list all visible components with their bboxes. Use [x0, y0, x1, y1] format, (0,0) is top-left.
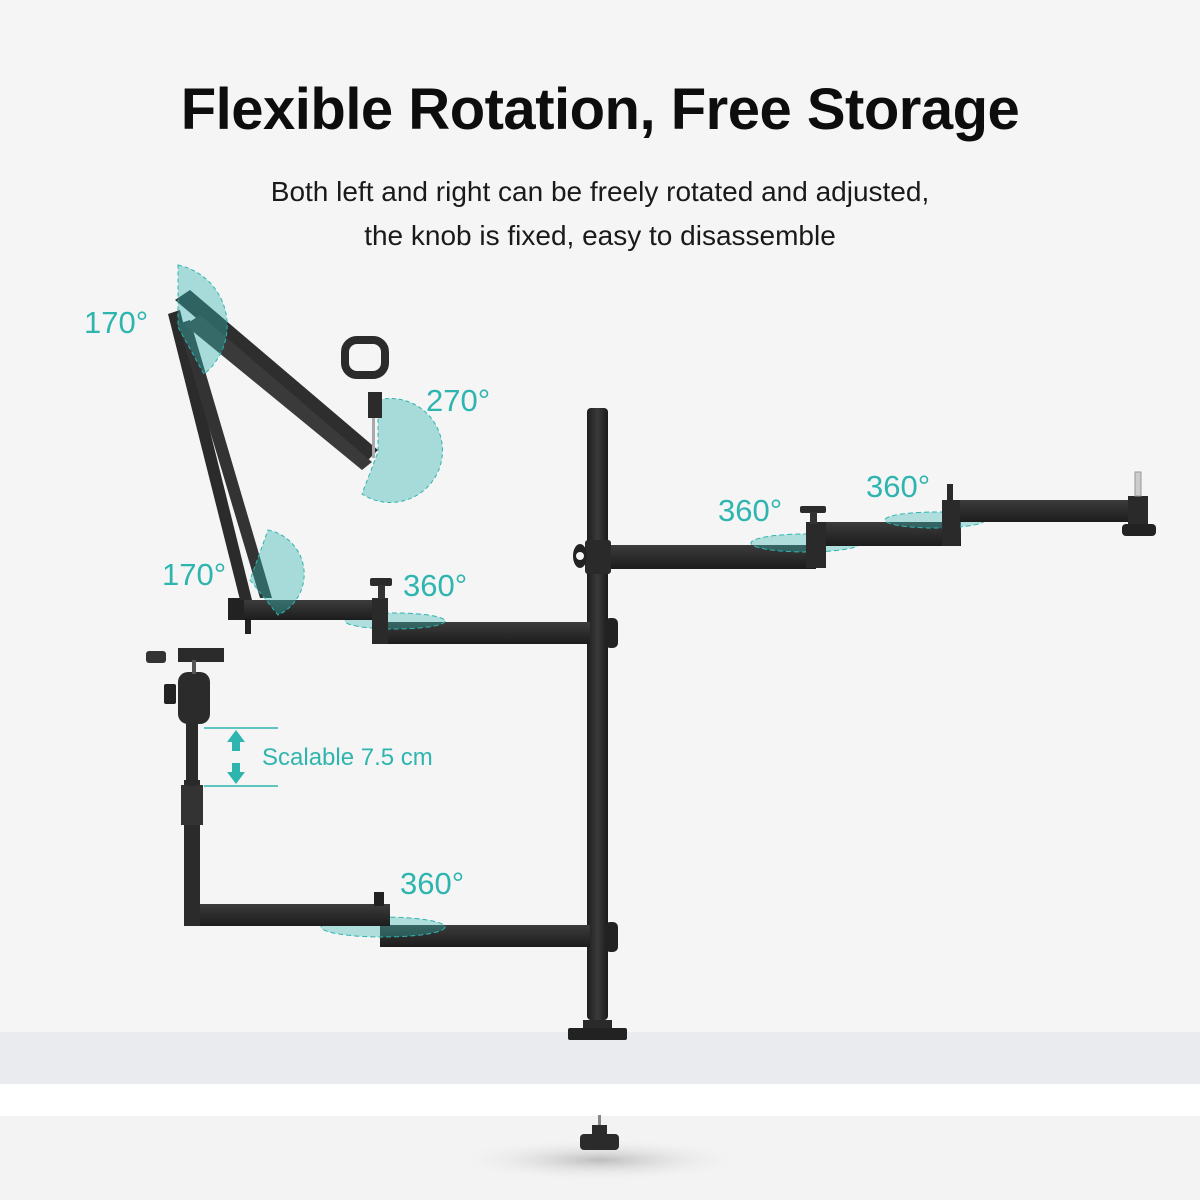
headline: Flexible Rotation, Free Storage	[180, 77, 1020, 142]
lower-arm	[146, 648, 618, 952]
description-line-2: the knob is fixed, easy to disassemble	[364, 220, 836, 251]
desk-surface	[0, 1032, 1200, 1200]
scalable-indicator	[204, 727, 278, 787]
description: Both left and right can be freely rotate…	[0, 170, 1200, 258]
right-arm	[573, 471, 1156, 574]
angle-label-lower-swivel: 360°	[400, 866, 465, 901]
left-upper-arm	[228, 578, 618, 648]
angle-label-left-swivel: 360°	[403, 568, 468, 603]
angle-label-boom-top: 170°	[84, 305, 149, 340]
scalable-label: Scalable 7.5 cm	[262, 744, 433, 771]
mic-boom-arm	[168, 264, 443, 616]
angle-label-boom-base: 170°	[162, 557, 227, 592]
angle-label-mic-clip: 270°	[426, 383, 491, 418]
angle-label-right-swivel-2: 360°	[866, 469, 931, 504]
clamp-knob	[580, 1115, 619, 1150]
angle-label-right-swivel-1: 360°	[718, 493, 783, 528]
description-line-1: Both left and right can be freely rotate…	[270, 176, 930, 207]
